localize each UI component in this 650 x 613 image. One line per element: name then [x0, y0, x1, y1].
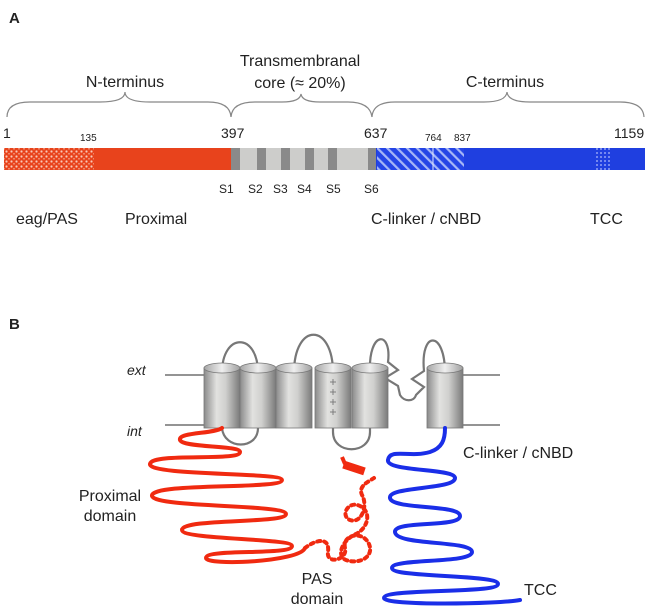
cnbd-segment: [377, 148, 464, 170]
voltage-sensor-charges: [330, 379, 336, 415]
helix-s2: [239, 362, 277, 429]
tcc-label: TCC: [524, 582, 557, 599]
segment-label-s5: S5: [326, 182, 341, 196]
segment-label-s3: S3: [273, 182, 288, 196]
s6-block: [368, 148, 377, 170]
loop-s4-s5: [331, 428, 372, 451]
panel-b-letter: B: [9, 316, 20, 333]
s3-block: [281, 148, 290, 170]
region-braces: [6, 91, 645, 118]
loop-s2-s3: [220, 427, 260, 446]
clinker-cnbd-trace: [382, 426, 522, 606]
loop-s5-s6-pore: [368, 338, 447, 402]
helix-s4: [314, 362, 352, 429]
s2-block: [257, 148, 266, 170]
domain-label-proximal: Proximal: [125, 211, 188, 228]
int-label: int: [127, 423, 142, 439]
proximal-domain-label-line1: Proximal: [78, 488, 142, 505]
pas-domain-label-line2: domain: [290, 591, 344, 608]
panel-a-letter: A: [9, 10, 20, 27]
helix-s3: [275, 362, 313, 429]
helix-s6: [426, 362, 464, 429]
segment-label-s2: S2: [248, 182, 263, 196]
loop-s3-s4: [292, 333, 335, 374]
position-cnbd-mid: 764: [425, 133, 442, 144]
position-eag-end: 135: [80, 133, 97, 144]
domain-label-clinker-cnbd: C-linker / cNBD: [371, 211, 482, 228]
loop-s1-s2: [220, 341, 260, 374]
s4-block: [305, 148, 314, 170]
pas-cap-helix: [342, 460, 366, 476]
position-start: 1: [3, 125, 11, 141]
c-terminus-label: C-terminus: [465, 74, 545, 91]
n-terminus-label: N-terminus: [85, 74, 165, 91]
membrane-lines: [165, 374, 500, 426]
ext-label: ext: [127, 362, 146, 378]
connecting-loops: [220, 333, 447, 451]
segment-label-s4: S4: [297, 182, 312, 196]
transmembrane-label-line2: core (≈ 20%): [254, 75, 346, 92]
s5-block: [328, 148, 337, 170]
helix-s5: [351, 362, 389, 429]
protein-bar: [4, 148, 645, 170]
pas-domain-label-line1: PAS: [301, 571, 333, 588]
proximal-domain-label-line2: domain: [83, 508, 137, 525]
position-tm-start: 397: [221, 125, 245, 141]
segment-label-s6: S6: [364, 182, 379, 196]
transmembrane-label-line1: Transmembranal: [239, 53, 361, 70]
helix-s1: [203, 362, 241, 429]
segment-label-s1: S1: [219, 182, 234, 196]
clinker-cnbd-label: C-linker / cNBD: [463, 445, 574, 462]
proximal-domain-trace: [147, 426, 307, 565]
domain-label-tcc: TCC: [590, 211, 623, 228]
pas-domain-trace: [303, 476, 376, 564]
domain-label-eag-pas: eag/PAS: [16, 211, 78, 228]
eag-pas-segment: [4, 148, 94, 170]
position-end: 1159: [614, 125, 645, 141]
helices: [203, 362, 464, 429]
position-tm-end: 637: [364, 125, 388, 141]
position-cnbd-end: 837: [454, 133, 471, 144]
